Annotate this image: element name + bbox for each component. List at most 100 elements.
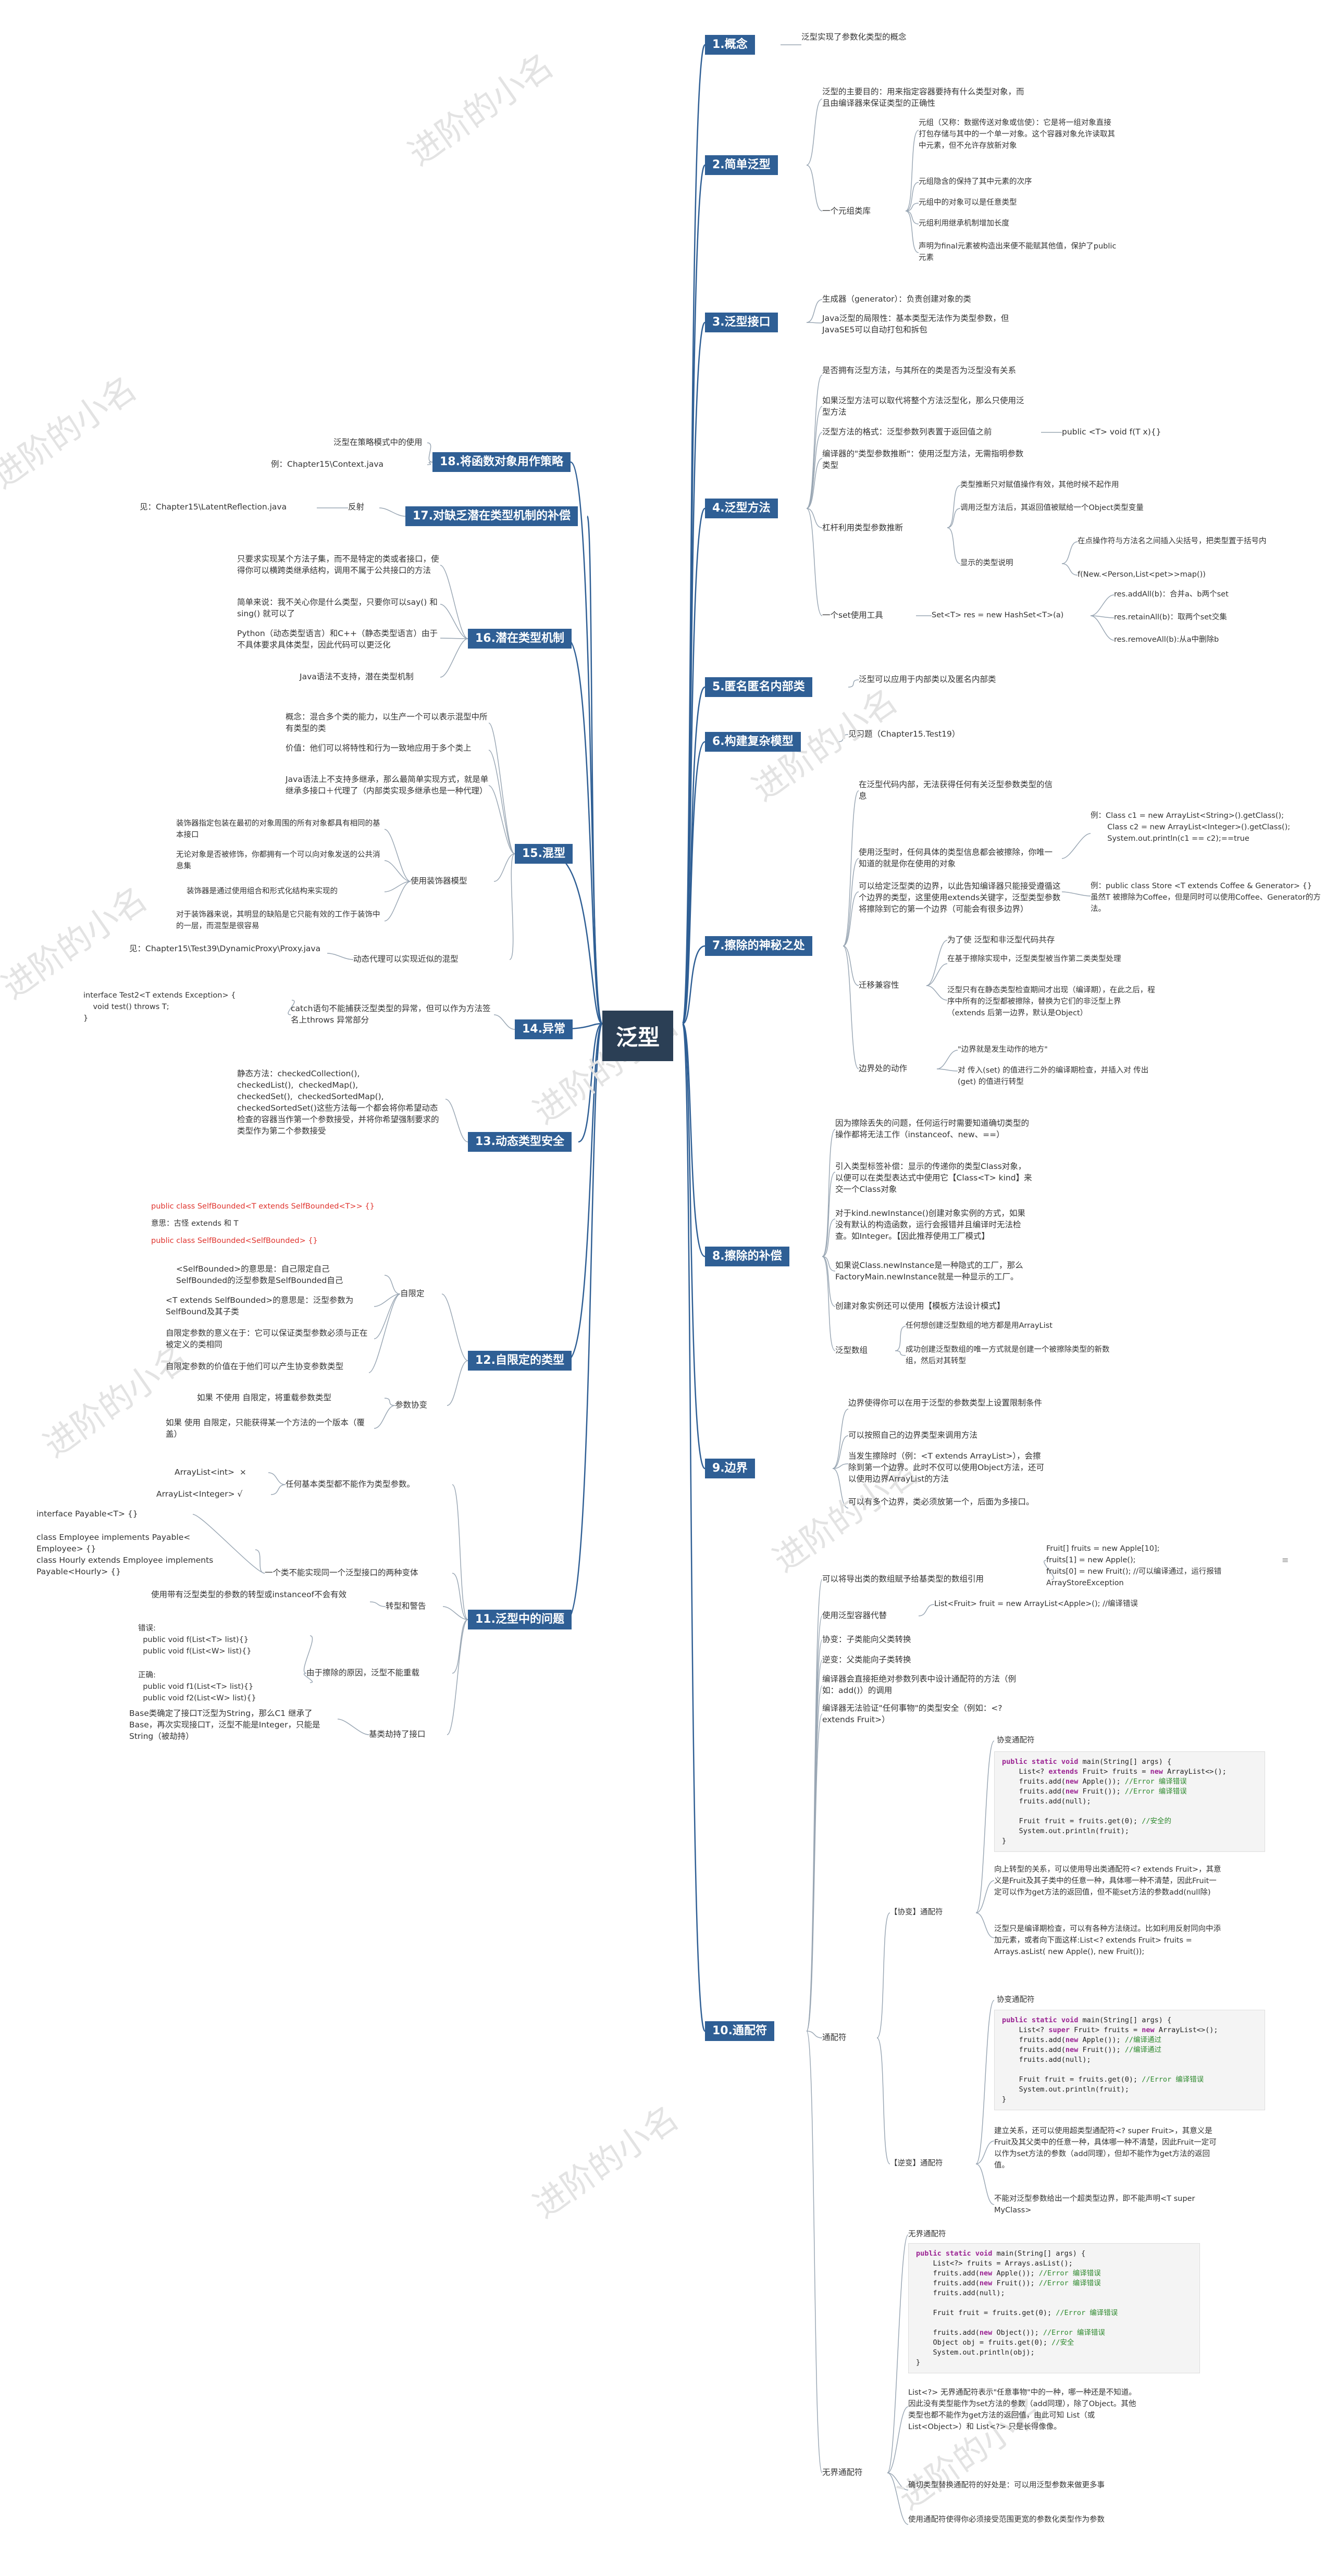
leaf-text: 确切类型替换通配符的好处是：可以用泛型参数来做更多事 bbox=[908, 2481, 1105, 2490]
leaf-text: 例：public class Store <T extends Coffee &… bbox=[1091, 882, 1321, 913]
leaf-text: 边界使得你可以在用于泛型的参数类型上设置限制条件 bbox=[848, 1398, 1043, 1408]
connector-line bbox=[905, 203, 919, 211]
leaf-text: ArrayList<int> × bbox=[175, 1467, 246, 1477]
connector-line bbox=[493, 853, 515, 882]
leaf-text: 【协变】通配符 bbox=[890, 1908, 943, 1917]
connector-line bbox=[806, 406, 823, 509]
leaf-text: 例：Class c1 = new ArrayList<String>().get… bbox=[1091, 812, 1291, 843]
branch-wildcards[interactable]: 10.通配符 bbox=[705, 2021, 774, 2041]
connector-line bbox=[936, 1068, 958, 1072]
connector-line bbox=[384, 881, 411, 892]
connector-line bbox=[895, 1350, 906, 1356]
leaf-text: 基类劫持了接口 bbox=[369, 1729, 426, 1739]
leaf-text: 泛型实现了参数化类型的概念 bbox=[801, 32, 907, 42]
branch-generic-method[interactable]: 4.泛型方法 bbox=[705, 499, 778, 518]
connector-line bbox=[905, 210, 919, 253]
branch-concept[interactable]: 1.概念 bbox=[705, 35, 755, 55]
connector-line bbox=[843, 858, 859, 947]
connector-line bbox=[806, 458, 823, 509]
leaf-text: public class SelfBounded<SelfBounded> {} bbox=[151, 1237, 318, 1245]
connector-line bbox=[682, 945, 705, 1025]
leaf-text: 概念：混合多个类的能力，以生产一个可以表示混型中所有类型的类 bbox=[286, 712, 488, 733]
root-node[interactable]: 泛型 bbox=[602, 1011, 674, 1061]
leaf-text: interface Test2<T extends Exception> { v… bbox=[83, 991, 236, 1023]
note-icon[interactable]: ≡ bbox=[1282, 1555, 1289, 1565]
connector-line bbox=[566, 1023, 603, 1621]
connector-line bbox=[822, 1218, 836, 1257]
connector-line bbox=[806, 432, 823, 509]
leaf-text: 在点操作符与方法名之间插入尖括号，把类型置于括号内 bbox=[1078, 537, 1267, 545]
connector-line bbox=[822, 1172, 836, 1257]
connector-line bbox=[255, 1549, 265, 1574]
branch-erasure[interactable]: 7.擦除的神秘之处 bbox=[705, 936, 812, 956]
leaf-text: 如果泛型方法可以取代将整个方法泛型化，那么只使用泛型方法 bbox=[822, 396, 1024, 417]
connector-line bbox=[1061, 541, 1078, 564]
connector-line bbox=[682, 1023, 706, 2032]
connector-line bbox=[975, 2000, 995, 2164]
leaf-text: 一个类不能实现同一个泛型接口的两种变体 bbox=[265, 1568, 418, 1577]
connector-line bbox=[509, 853, 515, 960]
leaf-text: 泛型只是编译期检查，可以有各种方法绕过。比如利用反射同向中添加元素，或者向下面这… bbox=[994, 1925, 1221, 1956]
connector-line bbox=[926, 940, 948, 986]
connector-line bbox=[682, 1023, 706, 1470]
leaf-text: res.addAll(b)：合并a、b两个set bbox=[1114, 590, 1229, 599]
branch-anonymous-inner-class[interactable]: 5.匿名匿名内部类 bbox=[705, 677, 812, 697]
leaf-text: 泛型数组 bbox=[835, 1346, 868, 1355]
branch-latent-typing-compensation[interactable]: 17.对缺乏潜在类型机制的补偿 bbox=[405, 506, 578, 526]
leaf-text: interface Payable<T> {} bbox=[36, 1509, 138, 1519]
leaf-text: 建立关系，还可以使用超类型通配符<? super Fruit>，其意义是Frui… bbox=[994, 2127, 1217, 2170]
connector-line bbox=[832, 1409, 849, 1469]
connector-line bbox=[374, 1293, 401, 1339]
connector-line bbox=[488, 750, 515, 854]
branch-exceptions[interactable]: 14.异常 bbox=[515, 1019, 573, 1039]
connector-line bbox=[975, 1740, 995, 1913]
code-block-covariant: public static void main(String[] args) {… bbox=[994, 1751, 1265, 1852]
leaf-text: 价值：他们可以将特性和行为一致地应用于多个类上 bbox=[286, 743, 472, 753]
branch-complex-model[interactable]: 6.构建复杂模型 bbox=[705, 732, 801, 752]
branch-generic-interface[interactable]: 3.泛型接口 bbox=[705, 313, 778, 332]
connector-line bbox=[936, 1050, 958, 1069]
leaf-text: 泛型在策略模式中的使用 bbox=[333, 438, 423, 447]
leaf-text: 元组利用继承机制增加长度 bbox=[919, 219, 1009, 228]
leaf-text: 见：Chapter15\LatentReflection.java bbox=[140, 502, 287, 512]
leaf-text: 因为擦除丢失的问题，任何运行时需要知道确切类型的操作都将无法工作（instanc… bbox=[835, 1118, 1030, 1139]
branch-generic-problems[interactable]: 11.泛型中的问题 bbox=[468, 1610, 572, 1629]
leaf-text: Base类确定了接口T泛型为String，那么C1 继承了Base，再次实现接口… bbox=[129, 1709, 320, 1741]
connector-line bbox=[832, 1463, 849, 1469]
connector-line bbox=[887, 2234, 909, 2473]
branch-self-bounded-types[interactable]: 12.自限定的类型 bbox=[468, 1351, 572, 1371]
connector-line bbox=[369, 1601, 386, 1607]
connector-line bbox=[806, 2031, 823, 2038]
branch-latent-typing[interactable]: 16.潜在类型机制 bbox=[468, 629, 572, 649]
connector-line bbox=[843, 945, 859, 986]
connector-line bbox=[1090, 615, 1115, 641]
connector-line bbox=[806, 1713, 823, 2032]
branch-function-object-strategy[interactable]: 18.将函数对象用作策略 bbox=[432, 452, 571, 472]
connector-line bbox=[975, 2163, 995, 2205]
leaf-text: 成功创建泛型数组的唯一方式就是创建一个被擦除类型的新数组，然后对其转型 bbox=[906, 1346, 1110, 1365]
connector-line bbox=[832, 1468, 849, 1509]
connector-line bbox=[895, 1326, 906, 1351]
branch-erasure-compensation[interactable]: 8.擦除的补偿 bbox=[705, 1247, 789, 1266]
leaf-text: Fruit[] fruits = new Apple[10]; fruits[1… bbox=[1046, 1545, 1222, 1587]
leaf-text: Java语法上不支持多继承，那么最简单实现方式，就是单继承多接口＋代理了（内部类… bbox=[286, 775, 489, 795]
leaf-text: 只要求实现某个方法子集，而不是特定的类或者接口，使得你可以横跨类继承结构，调用不… bbox=[237, 554, 439, 575]
connector-line bbox=[447, 1619, 468, 1735]
leaf-text: 是否拥有泛型方法，与其所在的类是否为泛型没有关系 bbox=[822, 366, 1017, 375]
leaf-text: 一个元组类库 bbox=[822, 206, 871, 216]
leaf-text: 使用通配符使得你必须接受范围更宽的参数化类型作为参数 bbox=[908, 2516, 1105, 2524]
connector-line bbox=[1061, 563, 1078, 576]
branch-dynamic-type-safety[interactable]: 13.动态类型安全 bbox=[468, 1132, 572, 1152]
leaf-text: 可以按照自己的边界类型来调用方法 bbox=[848, 1430, 978, 1440]
connector-line bbox=[303, 1673, 313, 1683]
leaf-text: <T extends SelfBounded>的意思是：泛型参数为SelfBou… bbox=[166, 1296, 354, 1316]
branch-bounds[interactable]: 9.边界 bbox=[705, 1459, 755, 1478]
branch-mixins[interactable]: 15.混型 bbox=[515, 844, 573, 864]
connector-line bbox=[947, 508, 961, 528]
connector-line bbox=[806, 322, 823, 323]
connector-line bbox=[337, 1719, 369, 1735]
leaf-text: 引入类型标签补偿：显示的传递你的类型Class对象，以便可以在类型表达式中使用它… bbox=[835, 1162, 1032, 1194]
leaf-text: 当发生擦除时（例：<T extends ArrayList>），会擦除到第一个边… bbox=[848, 1451, 1044, 1484]
connector-line bbox=[566, 1023, 603, 1362]
branch-simple-generics[interactable]: 2.简单泛型 bbox=[705, 155, 778, 175]
